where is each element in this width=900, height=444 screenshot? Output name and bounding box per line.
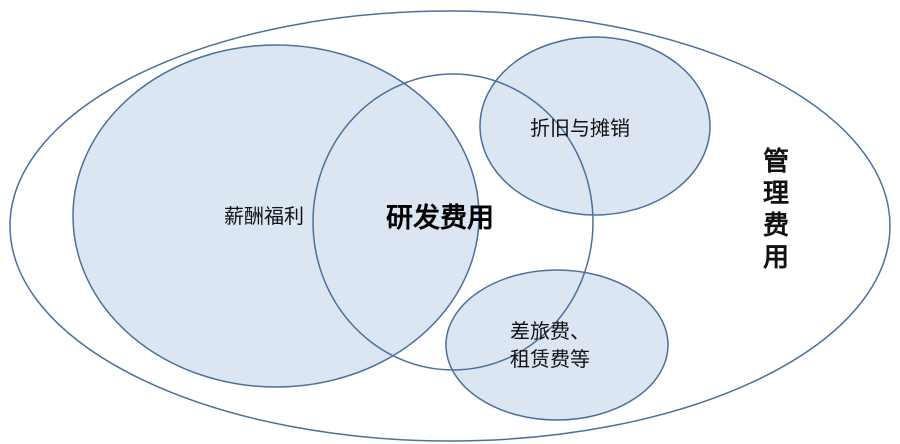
- depreciation-label: 折旧与摊销: [530, 116, 630, 140]
- travel-label-line2: 租赁费等: [510, 347, 590, 371]
- salary-label: 薪酬福利: [224, 204, 304, 228]
- travel-circle-fill: [446, 270, 668, 420]
- rnd-label: 研发费用: [386, 203, 494, 234]
- depreciation-circle-fill: [480, 37, 710, 215]
- salary-circle: [72, 44, 480, 388]
- travel-circle: [445, 269, 669, 421]
- depreciation-circle: [479, 36, 711, 216]
- management-label: 管理费用: [762, 147, 789, 273]
- travel-label-line1: 差旅费、: [510, 319, 590, 343]
- rnd-circle: [312, 73, 594, 371]
- salary-circle-fill: [73, 45, 479, 387]
